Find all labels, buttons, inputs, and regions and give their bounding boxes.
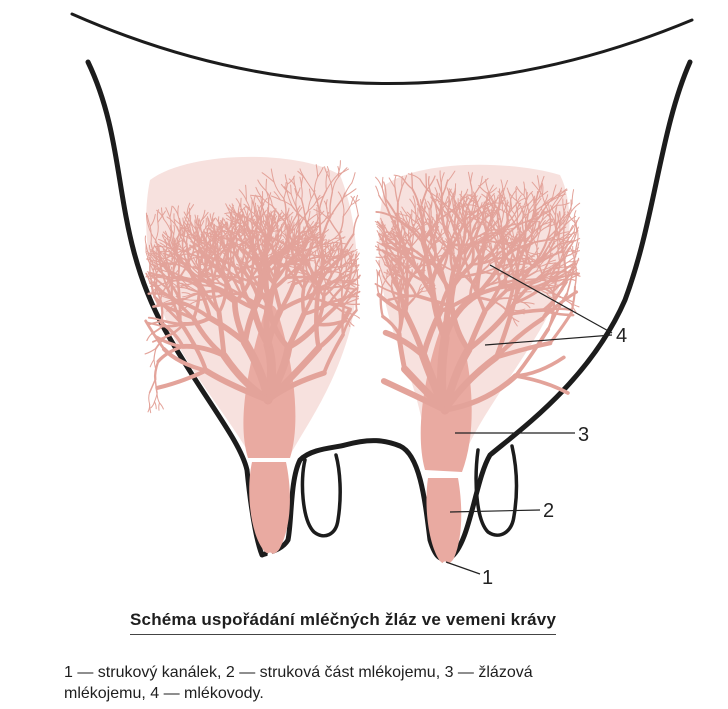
rear-teat-right [476,446,516,535]
legend-line-2: mlékojemu, 4 — mlékovody. [64,685,264,702]
leader-1 [446,562,480,574]
callout-4: 4 [616,325,627,347]
callout-3: 3 [578,424,589,446]
left-teat-tip [268,553,273,558]
figure-legend: 1 — strukový kanálek, 2 — struková část … [64,662,728,704]
abdomen-outline [72,14,692,84]
rear-teat-left [302,455,340,536]
legend-line-1: 1 — strukový kanálek, 2 — struková část … [64,664,533,681]
callout-1: 1 [482,567,493,589]
leader-2 [450,510,540,512]
callout-2: 2 [543,500,554,522]
figure-caption-title: Schéma uspořádání mléčných žláz ve vemen… [130,610,556,635]
